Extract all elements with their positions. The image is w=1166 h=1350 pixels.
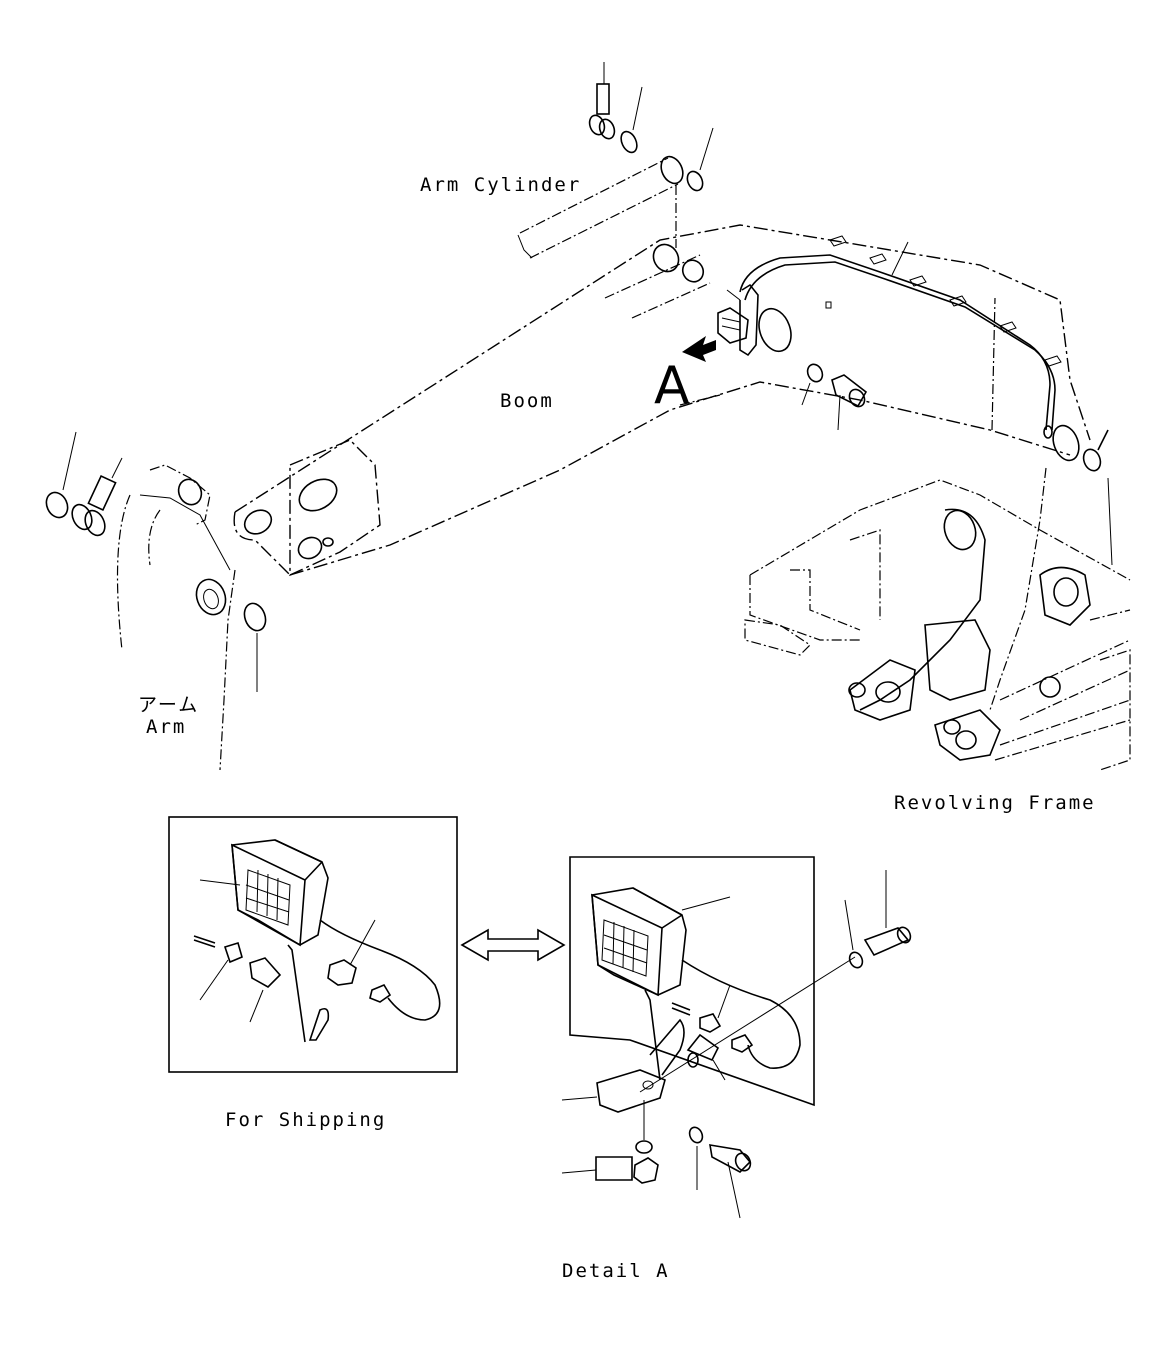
detail-a-hardware: [561, 870, 912, 1219]
boom-hose: [739, 235, 1062, 439]
label-arm: Arm: [146, 716, 187, 738]
lamp-bracket-a: [682, 283, 759, 362]
detail-a-box: [561, 856, 856, 1113]
label-for-shipping: For Shipping: [225, 1109, 387, 1131]
label-revolving-frame: Revolving Frame: [894, 792, 1096, 814]
double-arrow: [460, 928, 566, 962]
arm-shape: [45, 431, 267, 771]
label-arm-jp: アーム: [138, 694, 200, 716]
label-callout-a: A: [654, 356, 690, 416]
for-shipping-box: [168, 816, 458, 1073]
boom-shape: [233, 224, 1091, 577]
cylinder-shim-set: [588, 62, 714, 192]
label-detail-a: Detail A: [562, 1260, 670, 1282]
label-boom: Boom: [500, 390, 554, 412]
label-arm-cylinder: Arm Cylinder: [420, 174, 582, 196]
arm-cylinder-shape: [517, 155, 684, 259]
boom-bolt-washer: [801, 363, 868, 431]
revolving-frame-shape: [744, 429, 1131, 771]
